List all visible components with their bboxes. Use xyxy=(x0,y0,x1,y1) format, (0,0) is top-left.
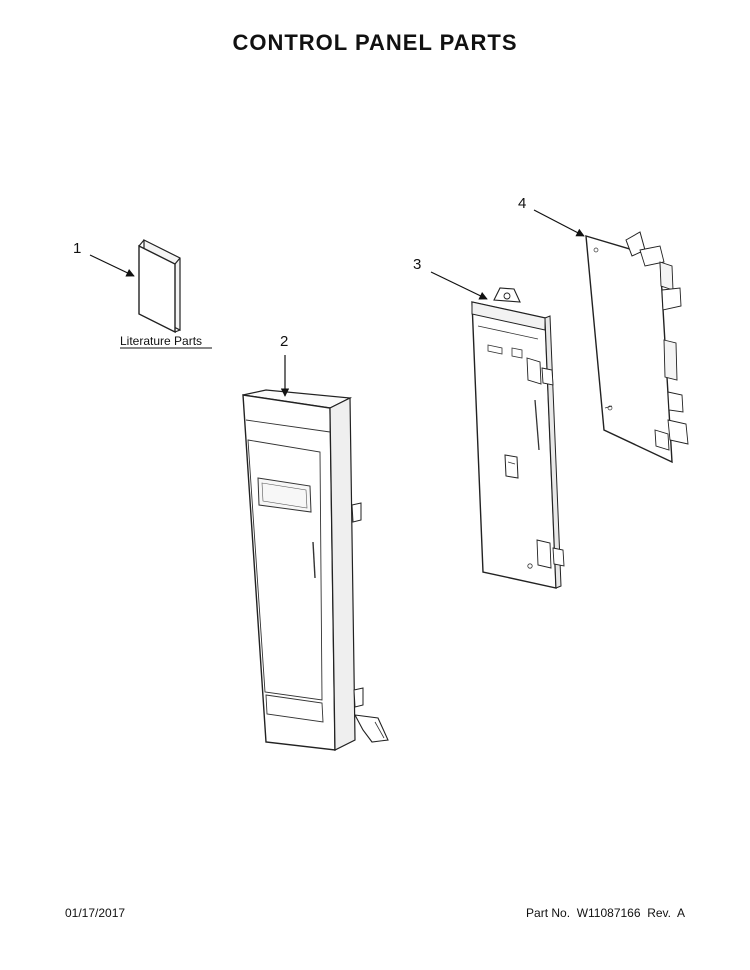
page-title: CONTROL PANEL PARTS xyxy=(232,30,518,55)
callout-2: 2 xyxy=(280,333,290,397)
part-3-control-panel-bracket xyxy=(471,287,565,589)
callout-4: 4 xyxy=(518,195,585,237)
footer-part-number: Part No. W11087166 Rev. A xyxy=(526,906,685,920)
callout-2-number: 2 xyxy=(280,333,288,350)
callout-1-number: 1 xyxy=(73,240,81,257)
part-2-control-panel-housing xyxy=(242,389,389,751)
callout-3-number: 3 xyxy=(413,256,421,273)
part-1-literature xyxy=(138,239,181,334)
callout-1: 1 xyxy=(73,240,135,277)
part-4-circuit-board xyxy=(585,231,689,464)
callout-4-number: 4 xyxy=(518,195,526,212)
callout-3: 3 xyxy=(413,256,488,300)
footer-date: 01/17/2017 xyxy=(65,906,126,920)
literature-parts-label: Literature Parts xyxy=(120,334,212,349)
literature-parts-text: Literature Parts xyxy=(120,334,202,348)
